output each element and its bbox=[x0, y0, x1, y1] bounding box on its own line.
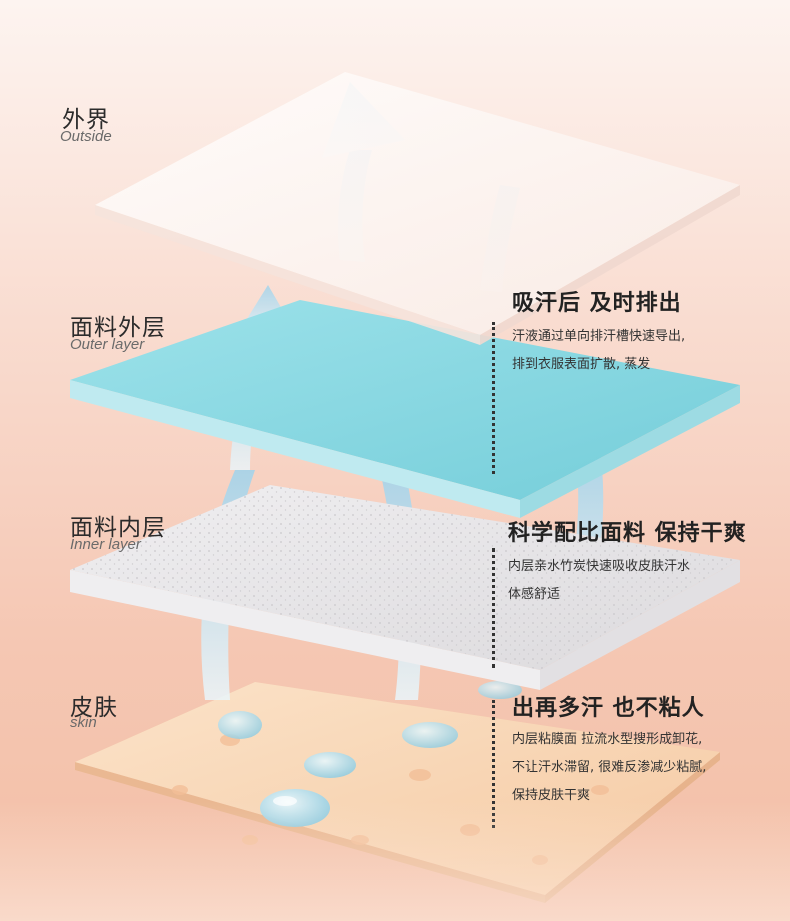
inner-description: 科学配比面料 保持干爽 内层亲水竹炭快速吸收皮肤汗水 体感舒适 bbox=[508, 515, 747, 609]
skin-description: 出再多汗 也不粘人 内层粘膜面 拉流水型搜形成卸花, 不让汗水滞留, 很难反渗减… bbox=[512, 690, 706, 810]
leader-line-skin bbox=[492, 700, 495, 828]
skin-description-line: 不让汗水滞留, 很难反渗减少粘腻, bbox=[512, 754, 706, 782]
skin-description-line: 保持皮肤干爽 bbox=[512, 782, 706, 810]
skin-description-line: 内层粘膜面 拉流水型搜形成卸花, bbox=[512, 726, 706, 754]
outer-layer-label-en: Outer layer bbox=[70, 336, 144, 353]
inner-description-line: 内层亲水竹炭快速吸收皮肤汗水 bbox=[508, 553, 747, 581]
leader-line-outer bbox=[492, 322, 495, 474]
outside-label-en: Outside bbox=[60, 128, 112, 145]
outer-description-heading: 吸汗后 及时排出 bbox=[512, 285, 685, 317]
inner-description-heading: 科学配比面料 保持干爽 bbox=[508, 515, 747, 547]
inner-layer-label-en: Inner layer bbox=[70, 536, 141, 553]
outer-description: 吸汗后 及时排出 汗液通过单向排汗槽快速导出, 排到衣服表面扩散, 蒸发 bbox=[512, 285, 685, 379]
inner-description-line: 体感舒适 bbox=[508, 581, 747, 609]
skin-label-en: skin bbox=[70, 714, 97, 731]
leader-line-inner bbox=[492, 548, 495, 668]
skin-description-heading: 出再多汗 也不粘人 bbox=[512, 690, 706, 722]
outer-description-line: 汗液通过单向排汗槽快速导出, bbox=[512, 323, 685, 351]
outer-description-line: 排到衣服表面扩散, 蒸发 bbox=[512, 351, 685, 379]
